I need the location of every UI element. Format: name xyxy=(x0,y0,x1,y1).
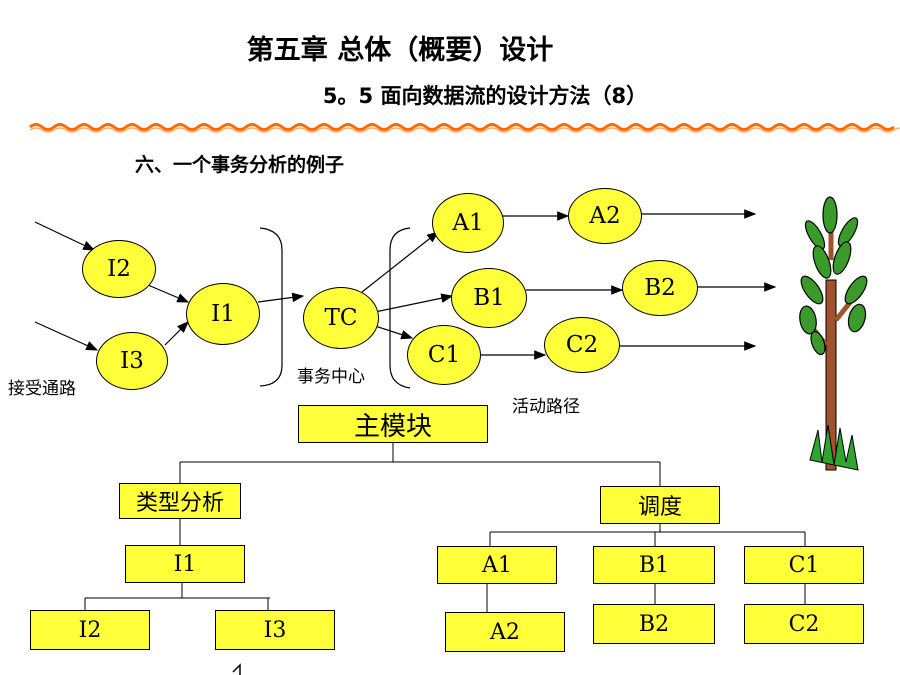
section-heading: 六、一个事务分析的例子 xyxy=(135,154,345,176)
brace-left-activity xyxy=(389,227,411,389)
module-type-analysis: 类型分析 xyxy=(119,483,241,519)
arrow-in-i2 xyxy=(34,221,96,251)
arrow-tc-a1 xyxy=(361,231,439,293)
page-subtitle: 5。5 面向数据流的设计方法（8） xyxy=(322,84,648,108)
module-i3: I3 xyxy=(215,610,335,650)
arrow-tc-b1 xyxy=(374,293,454,313)
flow-node-a2: A2 xyxy=(568,188,642,244)
flow-node-i1: I1 xyxy=(186,283,260,345)
flow-node-c2: C2 xyxy=(544,317,620,373)
arrow-i1-tc xyxy=(257,292,305,303)
module-dispatch: 调度 xyxy=(600,486,720,524)
label-receive-path: 接受通路 xyxy=(8,379,76,399)
module-i2: I2 xyxy=(30,610,150,650)
flow-node-i3: I3 xyxy=(96,332,168,390)
flow-node-c1: C1 xyxy=(407,325,481,385)
arrow-in-i3 xyxy=(34,321,99,351)
module-c2: C2 xyxy=(744,604,864,644)
module-c1: C1 xyxy=(744,546,864,584)
arrow-tc-c1 xyxy=(371,324,414,340)
arrow-i2-i1 xyxy=(147,284,190,303)
arrow-i3-i1 xyxy=(164,321,189,346)
flow-node-i2: I2 xyxy=(82,240,156,298)
wavy-rule xyxy=(29,123,895,131)
flow-node-b1: B1 xyxy=(451,268,527,328)
flow-node-b2: B2 xyxy=(622,260,698,316)
module-i1: I1 xyxy=(125,545,245,583)
module-a2: A2 xyxy=(445,612,565,652)
module-main: 主模块 xyxy=(298,405,488,443)
flow-node-a1: A1 xyxy=(432,193,504,253)
brace-right-receive xyxy=(259,227,283,387)
page-title: 第五章 总体（概要）设计 xyxy=(246,35,554,66)
tree-icon xyxy=(799,196,868,471)
module-a1: A1 xyxy=(437,546,557,584)
cursor-mark xyxy=(232,663,241,675)
label-activity-path: 活动路径 xyxy=(512,397,580,417)
module-b1: B1 xyxy=(593,546,715,584)
module-b2: B2 xyxy=(593,604,715,644)
flow-node-tc: TC xyxy=(303,287,379,349)
label-transaction-center: 事务中心 xyxy=(297,367,365,387)
